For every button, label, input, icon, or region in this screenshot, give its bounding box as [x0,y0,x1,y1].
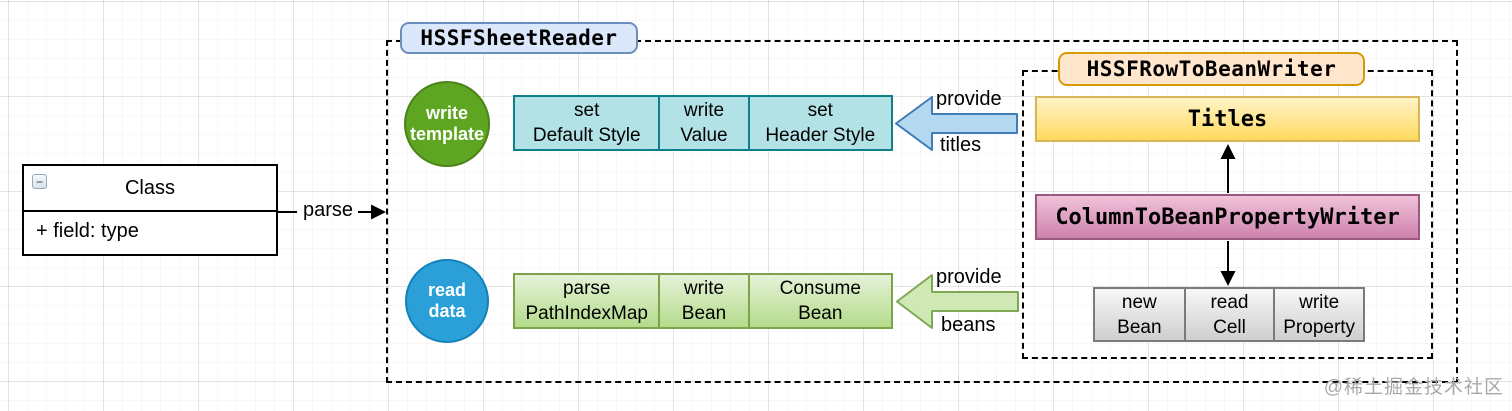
uml-class-box: Class − + field: type [22,164,278,256]
step-line2: Bean [798,303,843,324]
step-consume-bean: Consume Bean [747,275,891,327]
step-parse-pathindexmap: parse PathIndexMap [515,275,658,327]
step-line1: Consume [779,278,861,299]
minus-glyph: − [35,174,43,189]
step-line2: Property [1283,316,1356,338]
step-write-value: write Value [658,97,747,149]
step-set-default-style: set Default Style [515,97,658,149]
provide-titles-top-label: provide [936,88,1002,110]
read-data-circle: read data [405,259,489,343]
step-line1: write [683,278,725,299]
step-line2: Default Style [532,125,641,146]
step-line2: Value [680,125,728,146]
step-line2: Header Style [765,125,876,146]
titles-box-text: Titles [1187,106,1268,132]
column-to-bean-property-writer-box: ColumnToBeanPropertyWriter [1035,194,1420,240]
write-template-line1: write [425,103,468,123]
step-line1: write [1299,291,1340,313]
collapse-minus-icon: − [32,174,47,189]
watermark: @稀土掘金技术社区 [1323,377,1504,398]
step-line2: Bean [681,303,727,324]
read-data-line2: data [428,301,466,321]
provide-beans-bottom-label: beans [941,314,996,336]
uml-class-field: + field: type [36,220,139,242]
step-line1: read [1210,291,1249,313]
step-line2: Cell [1213,316,1246,338]
step-line2: PathIndexMap [525,303,648,324]
read-data-line1: read [427,280,467,300]
writer-steps-table: new Bean read Cell write Property [1093,287,1365,342]
step-line1: write [683,100,725,121]
data-steps-table: parse PathIndexMap write Bean Consume Be… [513,273,893,329]
hssf-sheet-reader-title: HSSFSheetReader [420,26,618,50]
write-template-line2: template [409,124,485,144]
step-line1: set [574,100,600,121]
step-write-property: write Property [1273,289,1363,340]
step-line1: set [807,100,833,121]
hssf-row-to-bean-writer-title: HSSFRowToBeanWriter [1086,57,1337,81]
step-line1: parse [562,278,611,299]
titles-box: Titles [1035,96,1420,142]
uml-class-title: Class [24,166,276,212]
property-writer-text: ColumnToBeanPropertyWriter [1055,204,1400,230]
step-read-cell: read Cell [1183,289,1274,340]
step-line1: new [1121,291,1157,313]
step-new-bean: new Bean [1095,289,1184,340]
hssf-sheet-reader-container [386,40,1458,383]
parse-arrow-label: parse [302,199,354,221]
template-steps-table: set Default Style write Value set Header… [513,95,893,151]
step-line2: Bean [1117,316,1162,338]
write-template-circle: write template [404,81,490,167]
step-set-header-style: set Header Style [747,97,891,149]
hssf-row-to-bean-writer-label: HSSFRowToBeanWriter [1058,52,1365,86]
step-write-bean: write Bean [658,275,747,327]
provide-titles-bottom-label: titles [940,134,982,156]
provide-beans-top-label: provide [936,266,1002,288]
hssf-sheet-reader-label: HSSFSheetReader [400,22,638,54]
